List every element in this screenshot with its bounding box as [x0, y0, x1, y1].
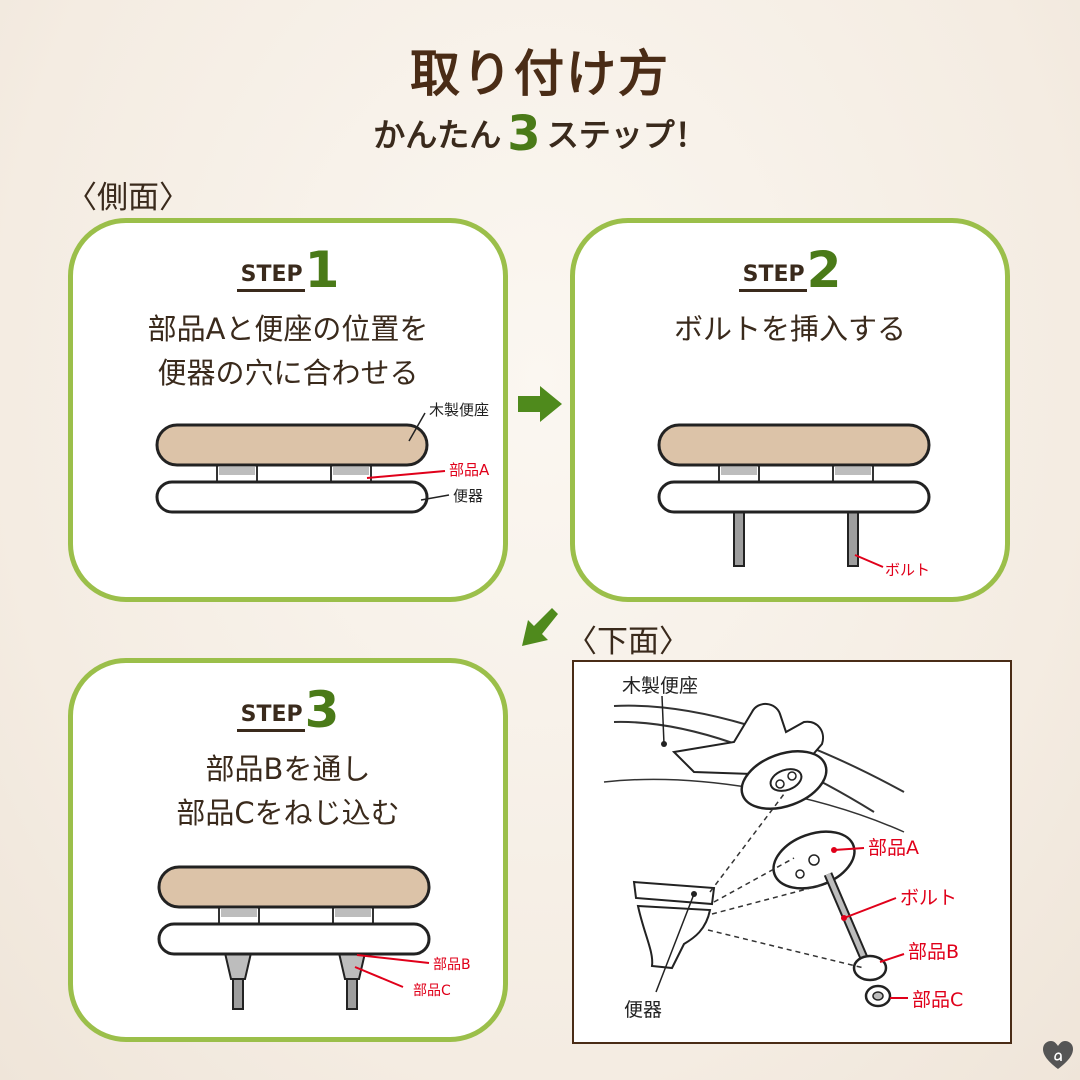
step1-card: STEP1 部品Aと便座の位置を 便器の穴に合わせる 木製便座 部品A 便器 [68, 218, 508, 602]
step2-seat-bar [657, 423, 931, 467]
exploded-part-a-label: 部品A [868, 837, 919, 859]
step1-toilet-bar [155, 480, 429, 514]
step1-word: STEP [236, 262, 305, 292]
step2-toilet-bar [657, 480, 931, 514]
page-title: 取り付け方 [410, 45, 670, 103]
heart-logo-icon [1043, 1041, 1073, 1069]
step3-instructions: 部品Bを通し 部品Cをねじ込む [73, 747, 503, 835]
step1-seat-label: 木製便座 [429, 401, 489, 419]
exploded-view-box: 木製便座 部品A ボルト 部品B 部品C 便器 [572, 660, 1012, 1044]
step3-bolt-right [337, 952, 367, 1010]
subtitle-suffix: ステップ！ [546, 116, 707, 154]
step3-word: STEP [236, 702, 305, 732]
bottom-view-label: 〈下面〉 [566, 624, 690, 660]
step2-bolt-left [733, 507, 745, 567]
step2-card: STEP2 ボルトを挿入する ボルト [570, 218, 1010, 602]
step2-bolt-label: ボルト [885, 561, 930, 579]
side-view-label: 〈側面〉 [66, 180, 190, 216]
step3-card: STEP3 部品Bを通し 部品Cをねじ込む 部品B 部品C [68, 658, 508, 1042]
exploded-bolt-label: ボルト [900, 887, 957, 909]
step2-heading: STEP2 [575, 241, 1005, 299]
step1-number: 1 [304, 241, 340, 299]
step3-line1: 部品Bを通し [205, 752, 371, 786]
step3-heading: STEP3 [73, 681, 503, 739]
step2-word: STEP [738, 262, 807, 292]
step2-bolt-right [847, 507, 859, 567]
subtitle-number: 3 [507, 106, 541, 162]
step1-instructions: 部品Aと便座の位置を 便器の穴に合わせる [73, 307, 503, 395]
step1-line2: 便器の穴に合わせる [157, 356, 419, 390]
exploded-part-c-label: 部品C [912, 989, 963, 1011]
arrow-right-icon [518, 386, 562, 422]
step3-part-c-label: 部品C [413, 983, 451, 999]
step3-bolt-left [223, 952, 253, 1010]
step1-toilet-label: 便器 [453, 487, 483, 505]
exploded-seat-label: 木製便座 [622, 675, 698, 697]
step1-line1: 部品Aと便座の位置を [147, 312, 429, 346]
step2-instructions: ボルトを挿入する [575, 307, 1005, 351]
step2-line1: ボルトを挿入する [673, 312, 906, 346]
step2-diagram: ボルト [657, 423, 931, 579]
step3-diagram: 部品B 部品C [157, 865, 471, 1010]
step1-part-a-label: 部品A [449, 461, 490, 479]
step3-seat-bar [157, 865, 431, 909]
step1-seat-bar [155, 423, 429, 467]
exploded-toilet-label: 便器 [624, 999, 662, 1021]
step3-part-b-label: 部品B [433, 957, 471, 973]
subtitle-prefix: かんたん [373, 116, 502, 154]
exploded-view-illustration: 木製便座 部品A ボルト 部品B 部品C 便器 [603, 675, 963, 1021]
step3-line2: 部品Cをねじ込む [176, 796, 400, 830]
step3-number: 3 [304, 681, 340, 739]
step2-number: 2 [806, 241, 842, 299]
step1-diagram: 木製便座 部品A 便器 [155, 401, 490, 514]
arrow-down-left-icon [522, 608, 558, 646]
step3-toilet-bar [157, 922, 431, 956]
exploded-part-b-label: 部品B [908, 941, 959, 963]
step1-heading: STEP1 [73, 241, 503, 299]
